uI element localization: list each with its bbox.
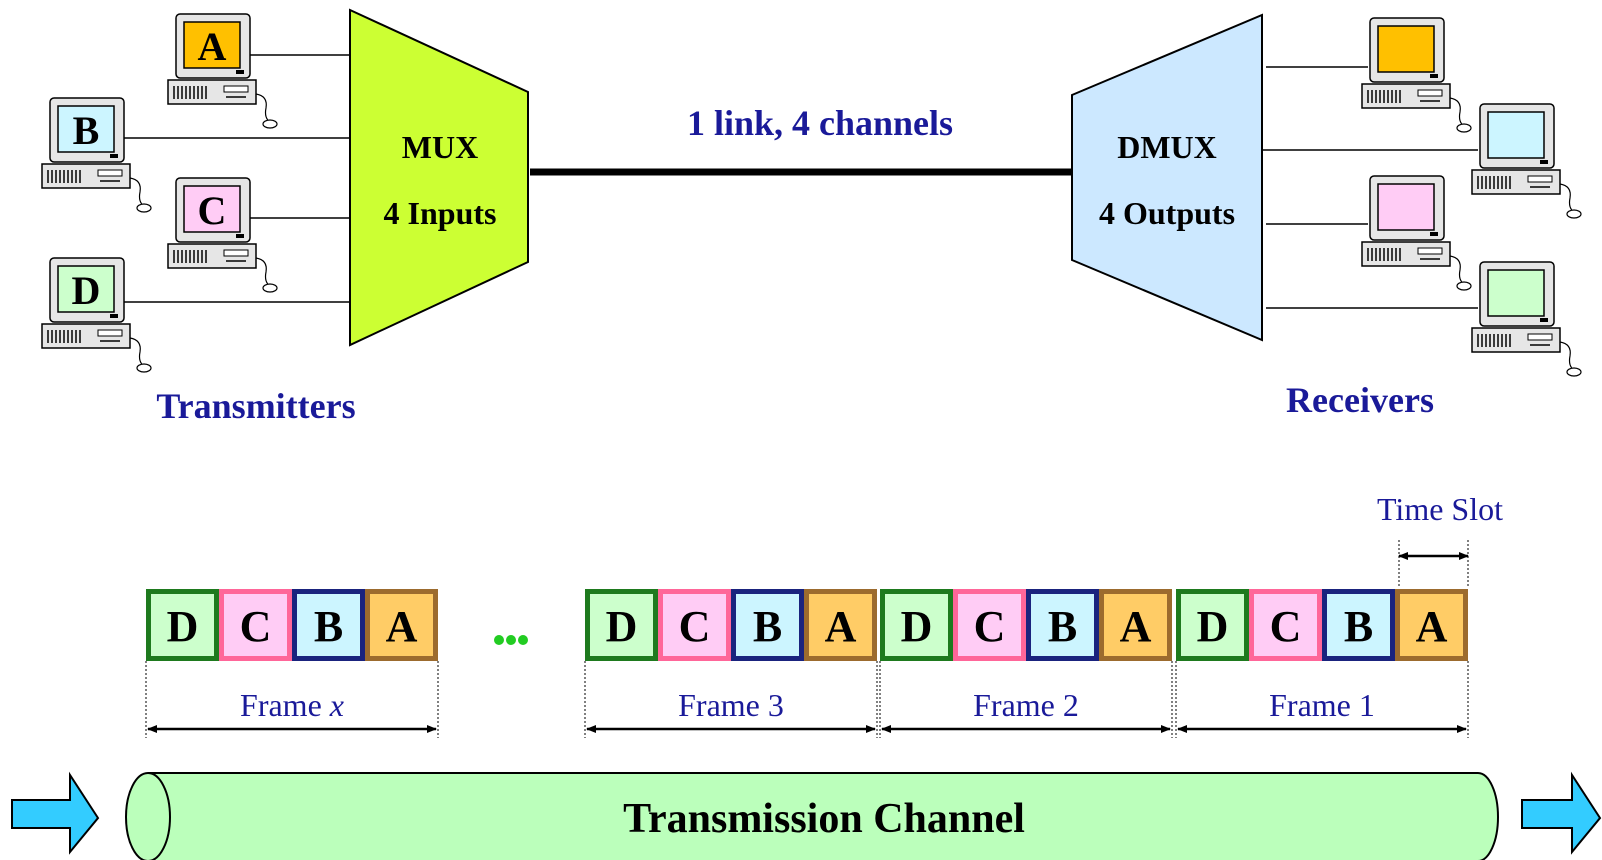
- receivers-label: Receivers: [1286, 380, 1434, 420]
- computer-icon: A: [167, 13, 278, 129]
- slot-letter: A: [825, 602, 857, 651]
- dmux-block: DMUX 4 Outputs: [1071, 13, 1263, 342]
- computer-icon: [1471, 103, 1582, 219]
- slot-letter: C: [1270, 602, 1302, 651]
- screen: [183, 21, 241, 69]
- slot-letter: B: [314, 602, 343, 651]
- mux-title: MUX: [402, 129, 478, 165]
- slot-letter: B: [753, 602, 782, 651]
- computer-letter: C: [198, 188, 227, 233]
- slot-letter: C: [240, 602, 272, 651]
- time-slot-c: C: [219, 589, 292, 661]
- output-lines: [1258, 66, 1478, 309]
- time-slot-c: C: [1249, 589, 1322, 661]
- slot-letter: A: [386, 602, 418, 651]
- slot-letter: A: [1120, 602, 1152, 651]
- time-slot-a: A: [1395, 589, 1468, 661]
- receiver-computers: [1361, 17, 1582, 377]
- input-lines: [120, 54, 350, 303]
- time-slot-b: B: [1026, 589, 1099, 661]
- dmux-subtitle: 4 Outputs: [1099, 195, 1235, 231]
- link-label: 1 link, 4 channels: [687, 103, 953, 143]
- slot-letter: D: [1197, 602, 1229, 651]
- time-slot-ticks: [1398, 540, 1469, 588]
- time-slot-d: D: [146, 589, 219, 661]
- screen: [1377, 25, 1435, 73]
- dmux-title: DMUX: [1117, 129, 1217, 165]
- frame-label: Frame x: [240, 687, 344, 723]
- time-slot-d: D: [585, 589, 658, 661]
- screen: [1487, 111, 1545, 159]
- frame-label: Frame 3: [678, 687, 784, 723]
- slot-letter: C: [974, 602, 1006, 651]
- slot-letter: D: [901, 602, 933, 651]
- left-flow-arrow: [11, 771, 100, 855]
- ellipsis-dots: [494, 635, 528, 645]
- time-slot-d: D: [880, 589, 953, 661]
- computer-icon: D: [41, 257, 152, 373]
- mux-block: MUX 4 Inputs: [349, 8, 529, 347]
- time-slot-b: B: [1322, 589, 1395, 661]
- computer-icon: B: [41, 97, 152, 213]
- time-slot-b: B: [292, 589, 365, 661]
- slot-letter: B: [1344, 602, 1373, 651]
- time-slot-b: B: [731, 589, 804, 661]
- slot-letter: D: [606, 602, 638, 651]
- transmission-channel: Transmission Channel: [125, 772, 1499, 860]
- slot-letter: A: [1416, 602, 1448, 651]
- time-slot-label: Time Slot: [1377, 491, 1503, 527]
- slot-letter: B: [1048, 602, 1077, 651]
- computer-icon: [1361, 175, 1472, 291]
- time-slot-a: A: [365, 589, 438, 661]
- time-slot-c: C: [658, 589, 731, 661]
- screen: [57, 265, 115, 313]
- computer-letter: D: [72, 268, 101, 313]
- time-slot-c: C: [953, 589, 1026, 661]
- right-flow-arrow: [1521, 771, 1602, 855]
- computer-letter: A: [198, 24, 227, 69]
- time-slot-a: A: [1099, 589, 1172, 661]
- screen: [1487, 269, 1545, 317]
- screen: [183, 185, 241, 233]
- computer-letter: B: [73, 108, 100, 153]
- transmitter-computers: A B C D: [41, 13, 278, 373]
- frame-label: Frame 2: [973, 687, 1079, 723]
- time-slot-a: A: [804, 589, 877, 661]
- mux-subtitle: 4 Inputs: [384, 195, 497, 231]
- computer-icon: C: [167, 177, 278, 293]
- frame-label: Frame 1: [1269, 687, 1375, 723]
- computer-icon: [1471, 261, 1582, 377]
- slot-letter: C: [679, 602, 711, 651]
- slot-letter: D: [167, 602, 199, 651]
- screen: [57, 105, 115, 153]
- computer-icon: [1361, 17, 1472, 133]
- screen: [1377, 183, 1435, 231]
- transmitters-label: Transmitters: [156, 386, 355, 426]
- channel-label: Transmission Channel: [623, 796, 1025, 842]
- time-slot-d: D: [1176, 589, 1249, 661]
